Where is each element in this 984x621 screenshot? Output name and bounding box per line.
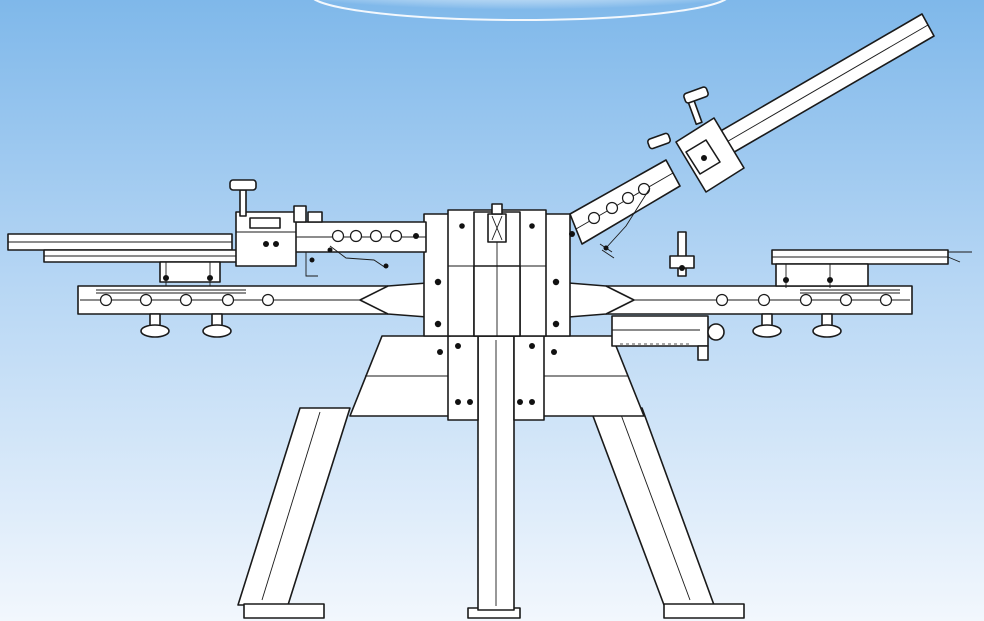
right-pallet-platen [669,231,972,288]
right-foot [663,603,745,619]
left-print-head-arm [229,179,427,277]
left-foot [243,603,325,619]
lower-support-rail [77,281,913,361]
top-glow [313,0,727,21]
rail-knobs [140,313,842,338]
raised-print-head-arm [569,13,935,259]
center-rotating-hub [423,203,571,337]
left-pallet-platen [7,233,259,286]
a-frame-stand [237,335,745,619]
